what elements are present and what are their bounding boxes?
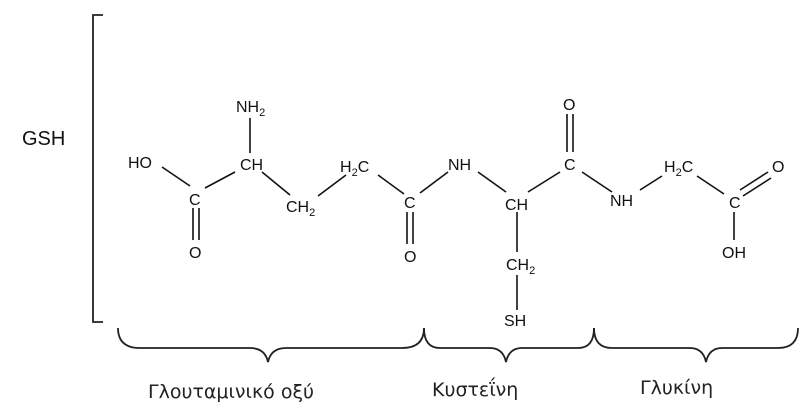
atom-h2c-b-tail: C — [358, 159, 370, 176]
atom-c-gly: C — [729, 195, 741, 212]
atom-ch2-a: CH2 — [286, 199, 315, 219]
atom-ch2-a-main: CH — [286, 199, 309, 216]
atom-sh: SH — [504, 313, 526, 330]
atom-ch2-cys-main: CH — [506, 257, 529, 274]
bond-h2cgly-cgly — [696, 175, 725, 195]
atom-o-amide-2: O — [563, 97, 575, 114]
bond-c3-nh2 — [581, 171, 613, 193]
atom-oh-gly: OH — [722, 245, 746, 262]
bonds — [161, 114, 772, 310]
bond-ch-c1 — [204, 171, 236, 189]
atom-o-carbonyl-1: O — [189, 245, 201, 262]
gsh-label: GSH — [22, 128, 65, 150]
atom-h2c-b: H2C — [340, 159, 369, 179]
atom-nh-2: NH — [610, 193, 633, 210]
atom-ch2-a-sub: 2 — [309, 207, 315, 219]
atom-h2c-b-sub: 2 — [352, 167, 358, 179]
atom-nh2-main: NH — [236, 99, 259, 116]
atom-c-carbonyl-1: C — [189, 192, 201, 209]
atom-h2c-gly-main: H — [664, 159, 676, 176]
bond-cgly-ogly-a — [739, 171, 769, 191]
bond-nh2-h2cgly — [639, 175, 663, 191]
atom-ch-alpha: CH — [240, 157, 263, 174]
brace-glutamate — [117, 327, 425, 363]
atom-nh2: NH2 — [236, 99, 265, 119]
brace-glycine — [593, 327, 799, 363]
bond-h2c-c2 — [377, 174, 405, 195]
atom-ho-left: HO — [128, 155, 152, 172]
atom-nh-1: NH — [448, 157, 471, 174]
atom-ch2-cys: CH2 — [506, 257, 535, 277]
atom-c-amide-1: C — [404, 195, 416, 212]
brace-cysteine — [423, 327, 595, 363]
label-cysteine: Κυστεΐνη — [432, 377, 518, 401]
label-glycine: Γλυκίνη — [640, 377, 713, 399]
bond-ch-ch2 — [261, 171, 291, 196]
atom-labels: NH2 HO CH C O CH2 H2C C O NH CH CH2 SH C… — [128, 97, 784, 330]
atom-h2c-gly-sub: 2 — [676, 167, 682, 179]
bond-cgly-ogly-b — [742, 177, 772, 197]
bond-ch2-h2c — [317, 174, 347, 197]
gsh-bracket — [92, 14, 103, 323]
atom-nh2-sub: 2 — [259, 107, 265, 119]
atom-o-gly: O — [772, 159, 784, 176]
atom-o-amide-1: O — [404, 249, 416, 266]
atom-h2c-gly-tail: C — [682, 159, 694, 176]
atom-h2c-gly: H2C — [664, 159, 693, 179]
atom-h2c-b-main: H — [340, 159, 352, 176]
bond-c2-nh1 — [419, 171, 449, 194]
bond-chcys-c3 — [527, 171, 561, 193]
label-glutamate: Γλουταμινικό οξύ — [148, 381, 314, 403]
atom-c-amide-2: C — [564, 157, 576, 174]
atom-ch2-cys-sub: 2 — [529, 265, 535, 277]
bond-ho-c1 — [161, 166, 191, 187]
residue-braces — [117, 327, 799, 363]
bond-nh1-chcys — [477, 171, 507, 193]
atom-ch-cys: CH — [505, 197, 528, 214]
